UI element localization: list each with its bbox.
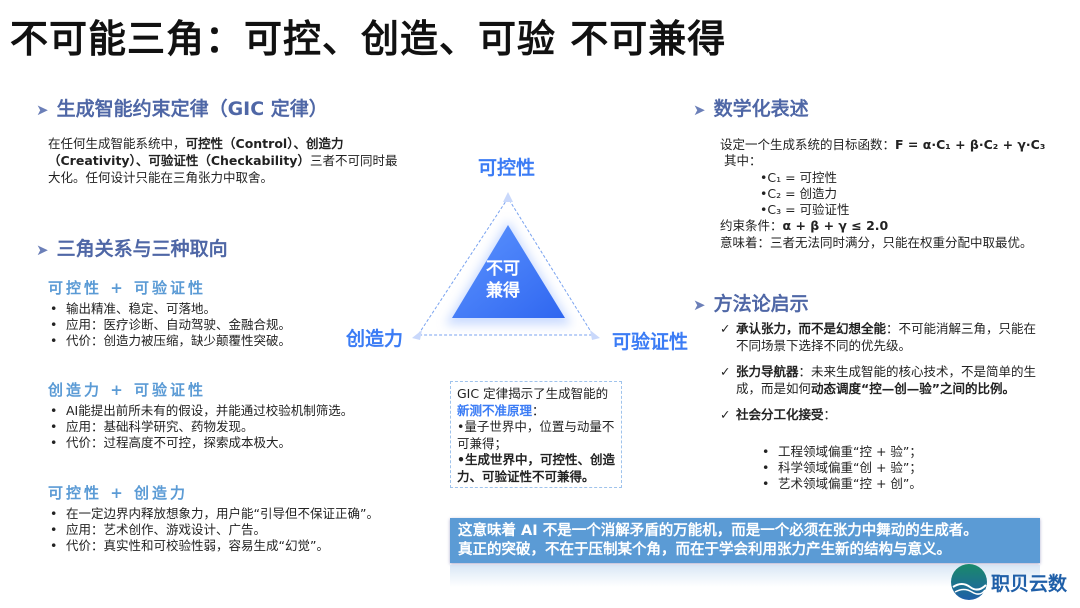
banner-reflection [450,565,1040,587]
inner-triangle [452,225,565,318]
item-bold: 社会分工化接受 [736,407,824,422]
section-heading-triangle: ➤ 三角关系与三种取向 [36,234,228,261]
where-label: 其中： [724,153,762,169]
heading-text: 三角关系与三种取向 [56,238,228,260]
formula: F = α·C₁ + β·C₂ + γ·C₃ [895,137,1046,152]
center-line: 兼得 [486,281,520,301]
item-bold: 动态调度“控—创—验”之间的比例。 [811,380,1015,396]
formula-line: 设定一个生成系统的目标函数：F = α·C₁ + β·C₂ + γ·C₃ [720,137,1070,153]
group-title: 可控性 + 可验证性 [48,279,207,297]
definition: •C₁ = 可控性 [760,169,838,185]
heading-text: 生成智能约束定律（GIC 定律） [56,98,328,120]
constraint: α + β + γ ≤ 2.0 [782,218,889,234]
list-item: 代价：真实性和可校验性弱，容易生成“幻觉”。 [48,538,393,554]
section-heading-gic: ➤ 生成智能约束定律（GIC 定律） [36,94,328,121]
item-text: ：未来生成智能的核心技术，不是简单的生成，而是如何 [736,364,1037,396]
vertex-label-creativity: 创造力 [346,328,404,350]
logo-text: 职贝云数 [991,572,1068,595]
outer-triangle [417,197,594,336]
list-item: 在一定边界内释放想象力，用户能“引导但不保证正确”。 [48,506,393,522]
definition: •C₃ = 可验证性 [760,202,850,218]
heading-text: 数学化表述 [713,98,809,120]
arrow-icon: ➤ [36,241,49,259]
list-item: 输出精准、稳定、可落地。 [48,301,348,317]
conclusion-banner: 这意味着 AI 不是一个消解矛盾的万能机，而是一个必须在张力中舞动的生成者。 真… [450,518,1040,563]
math-body: 设定一个生成系统的目标函数：F = α·C₁ + β·C₂ + γ·C₃ 其中：… [720,137,1070,251]
triangle-diagram [412,192,600,340]
list-item: 艺术领域偏重“控 + 创”。 [760,476,922,492]
para-text: 在任何生成智能系统中， [48,136,186,151]
center-line: 不可 [486,259,520,279]
group-title: 创造力 + 可验证性 [48,381,207,399]
callout-text: ： [532,402,545,418]
list-item: 应用：艺术创作、游戏设计、广告。 [48,522,393,538]
arrow-icon: ➤ [36,101,49,119]
definition: •C₂ = 创造力 [760,185,838,201]
group-list: AI能提出前所未有的假设，并能通过校验机制筛选。 应用：基础科学研究、药物发现。… [48,403,393,451]
para-bold: 可控性（Control）、创造力（Creativity）、可验证性（Checka… [48,136,344,168]
slide-title: 不可能三角：可控、创造、可验 不可兼得 [10,17,727,61]
constraint-label: 约束条件： [720,218,783,234]
list-item: 社会分工化接受： [720,407,1040,424]
list-item: 承认张力，而不是幻想全能：不可能消解三角，只能在不同场景下选择不同的优先级。 [720,321,1040,354]
banner-line: 这意味着 AI 不是一个消解矛盾的万能机，而是一个必须在张力中舞动的生成者。 [458,523,978,539]
meaning-text: 意味着：三者无法同时满分，只能在权重分配中取最优。 [720,234,1033,250]
triangle-center-label: 不可兼得 [486,258,520,302]
group-list: 在一定边界内释放想象力，用户能“引导但不保证正确”。 应用：艺术创作、游戏设计、… [48,506,393,554]
list-item: 代价：创造力被压缩，缺少颠覆性突破。 [48,333,348,349]
vertex-label-control: 可控性 [478,157,536,179]
group-title: 可控性 + 创造力 [48,484,189,502]
callout-bullet: •量子世界中，位置与动量不可兼得； [457,419,615,451]
list-item: 应用：医疗诊断、自动驾驶、金融合规。 [48,317,348,333]
logo: 职贝云数 [950,563,1067,601]
constraint-line: 约束条件：α + β + γ ≤ 2.0 [720,218,1070,234]
vertex-label-checkability: 可验证性 [612,331,689,353]
section-heading-math: ➤ 数学化表述 [693,94,809,121]
list-item: 代价：过程高度不可控，探索成本极大。 [48,435,393,451]
list-item: 应用：基础科学研究、药物发现。 [48,419,393,435]
item-text: ： [823,407,837,422]
gic-callout-box: GIC 定律揭示了生成智能的新测不准原理： •量子世界中，位置与动量不可兼得； … [450,381,622,488]
method-list: 承认张力，而不是幻想全能：不可能消解三角，只能在不同场景下选择不同的优先级。 张… [720,321,1040,424]
list-item: 科学领域偏重“创 + 验”； [760,460,922,476]
callout-text: GIC 定律揭示了生成智能的 [457,386,609,401]
section-heading-method: ➤ 方法论启示 [693,289,809,316]
list-item: AI能提出前所未有的假设，并能通过校验机制筛选。 [48,403,393,419]
method-sublist: 工程领域偏重“控 + 验”； 科学领域偏重“创 + 验”； 艺术领域偏重“控 +… [760,444,922,492]
callout-bullet: •生成世界中，可控性、创造力、可验证性不可兼得。 [457,452,615,484]
group-list: 输出精准、稳定、可落地。 应用：医疗诊断、自动驾驶、金融合规。 代价：创造力被压… [48,301,348,349]
logo-wave-icon [951,564,987,600]
para-text: 三者不可同时最大化。任何设计只能在三角张力中取舍。 [48,153,398,185]
gic-paragraph: 在任何生成智能系统中，可控性（Control）、创造力（Creativity）、… [48,135,398,186]
arrow-icon: ➤ [693,296,706,314]
callout-highlight: 新测不准原理 [457,402,533,418]
banner-line: 真正的突破，不在于压制某个角，而在于学会利用张力产生新的结构与意义。 [458,542,951,558]
formula-prefix: 设定一个生成系统的目标函数： [720,137,896,152]
heading-text: 方法论启示 [713,293,809,315]
item-text: ：不可能消解三角，只能在不同场景下选择不同的优先级。 [736,321,1037,353]
item-bold: 承认张力，而不是幻想全能 [736,321,887,336]
list-item: 工程领域偏重“控 + 验”； [760,444,922,460]
list-item: 张力导航器：未来生成智能的核心技术，不是简单的生成，而是如何动态调度“控—创—验… [720,364,1040,397]
arrow-icon: ➤ [693,101,706,119]
item-bold: 张力导航器 [736,364,799,379]
